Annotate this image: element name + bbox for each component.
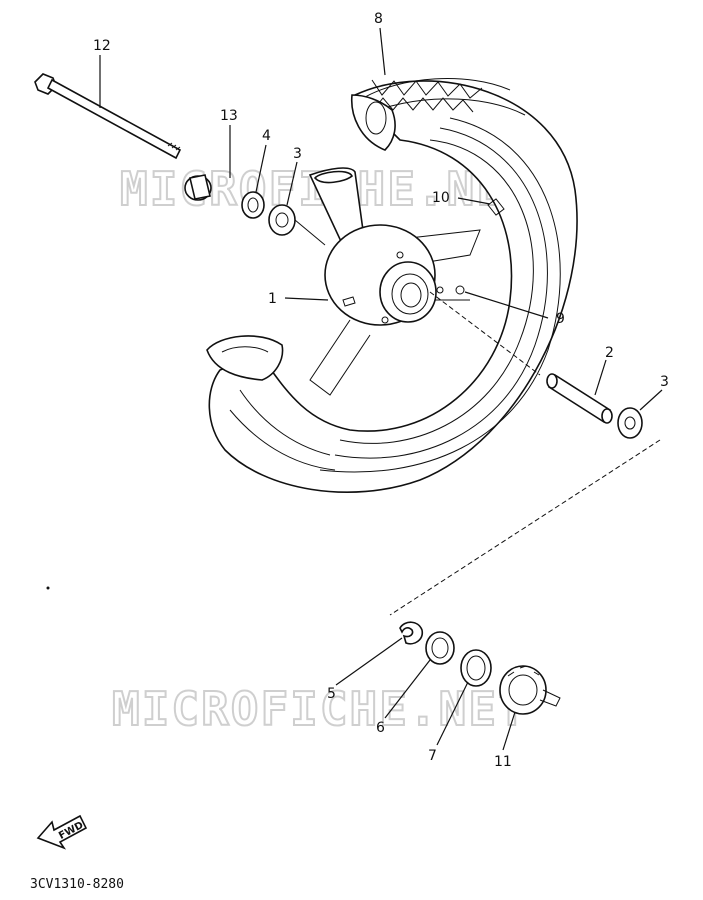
meter-gear-part-11 <box>499 665 561 715</box>
callout-10: 10 <box>432 190 450 206</box>
callout-12: 12 <box>93 38 111 54</box>
oil-seal-part-4 <box>241 191 265 219</box>
callout-8: 8 <box>374 11 383 27</box>
callout-1: 1 <box>268 291 277 307</box>
wheel-assembly <box>206 78 578 494</box>
callout-4: 4 <box>262 128 271 144</box>
callout-13: 13 <box>220 108 238 124</box>
stray-dot <box>46 586 50 590</box>
callout-9: 9 <box>556 311 565 327</box>
callout-11: 11 <box>494 754 512 770</box>
oil-seal-part-6 <box>425 631 455 665</box>
forward-arrow-icon: FWD <box>36 814 88 850</box>
collar-part-13 <box>184 174 212 201</box>
ring-part-7 <box>460 649 492 687</box>
callout-2: 2 <box>605 345 614 361</box>
clip-part-5 <box>399 621 424 645</box>
callout-3-right: 3 <box>660 374 669 390</box>
bearing-part-3-upper <box>268 204 326 246</box>
watermark-bottom: MICROFICHE.NET <box>112 682 528 736</box>
axle-part-12 <box>34 73 182 160</box>
callout-5: 5 <box>327 686 336 702</box>
diagram-code: 3CV1310-8280 <box>30 877 124 892</box>
callout-7: 7 <box>428 748 437 764</box>
callout-6: 6 <box>376 720 385 736</box>
callout-3-upper: 3 <box>293 146 302 162</box>
spacer-part-2 <box>546 373 613 424</box>
callout-leaders <box>99 27 663 751</box>
bearing-part-3-right <box>617 407 643 439</box>
